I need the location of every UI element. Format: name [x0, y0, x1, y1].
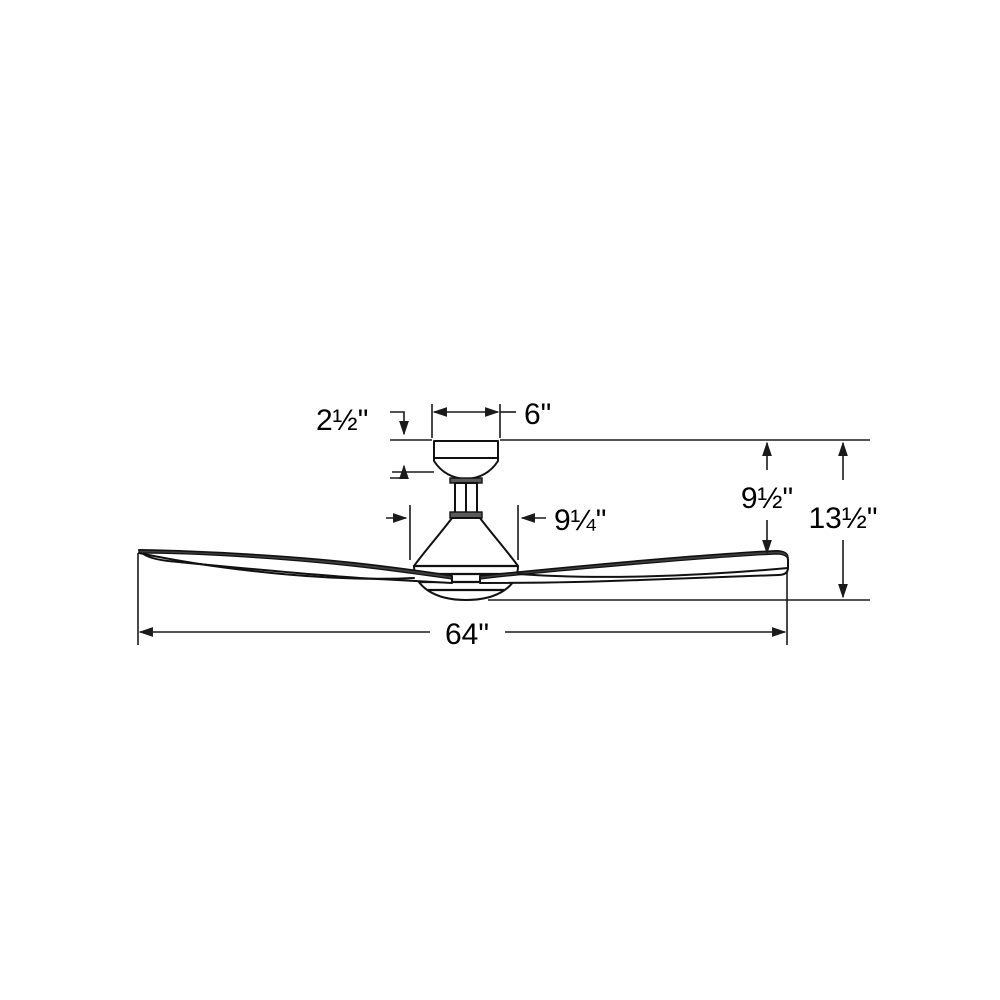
canopy-height-leader-bottom [390, 464, 409, 479]
extension-lines [137, 404, 870, 645]
blade-drop-label: 9½" [741, 482, 793, 515]
left-blade-underside [138, 552, 415, 580]
dimension-blade-span: 64" [138, 618, 787, 651]
left-blade-leading-edge [138, 549, 453, 580]
dimension-canopy-width: 6" [432, 398, 551, 431]
canopy-width-label: 6" [524, 398, 551, 431]
dimension-canopy-height: 2½" [316, 404, 409, 479]
overall-height-label: 13½" [808, 502, 877, 535]
right-blade-underside [517, 567, 789, 578]
ceiling-fan-assembly [138, 440, 789, 601]
canopy-height-label: 2½" [316, 404, 368, 437]
canopy-height-leader-top [390, 411, 409, 436]
right-blade-leading-edge [479, 550, 789, 580]
dimension-housing-width: 9¼" [386, 504, 606, 537]
housing-width-label: 9¼" [554, 504, 606, 537]
blade-span-label: 64" [445, 618, 489, 651]
dimension-overall-height: 13½" [808, 441, 878, 599]
dimension-blade-drop: 9½" [741, 441, 793, 555]
